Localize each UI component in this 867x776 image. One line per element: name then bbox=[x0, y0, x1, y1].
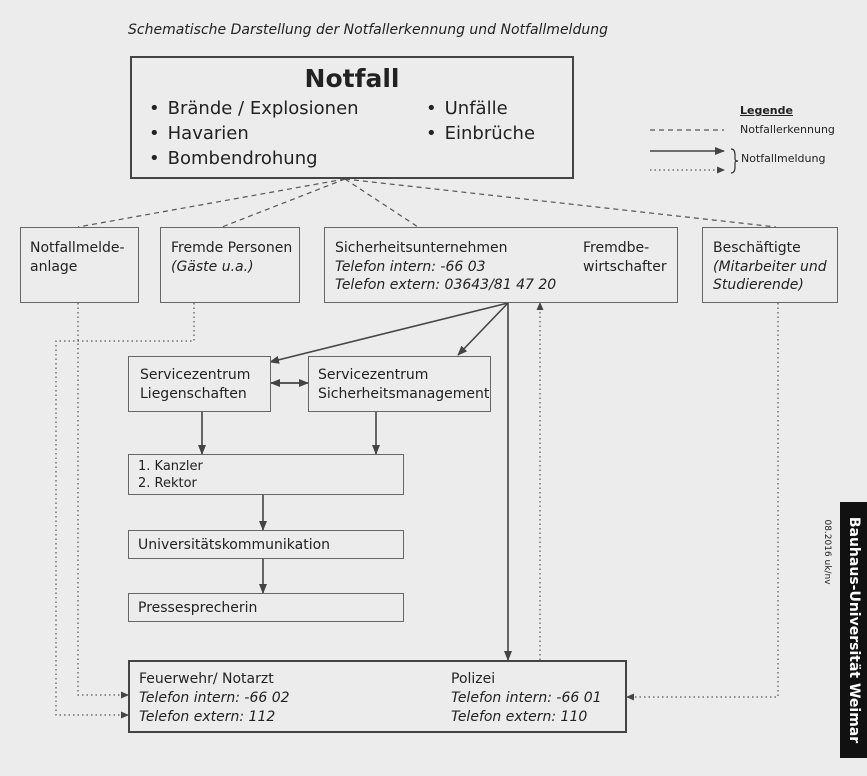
fremdbewirtschafter-label: wirtschafter bbox=[583, 259, 667, 275]
polizei-title: Polizei bbox=[451, 671, 496, 687]
fremdbewirtschafter-label: Fremdbe- bbox=[583, 240, 650, 256]
box-label: Pressesprecherin bbox=[138, 600, 258, 616]
box-pressesprecherin: Pressesprecherin bbox=[128, 593, 404, 622]
box-label: Servicezentrum bbox=[318, 367, 429, 383]
notfall-item: Unfälle bbox=[426, 98, 508, 119]
feuerwehr-title: Feuerwehr/ Notarzt bbox=[139, 671, 274, 687]
box-label: Liegenschaften bbox=[140, 386, 247, 402]
legend-meldung: Notfallmeldung bbox=[741, 152, 826, 165]
box-sublabel: (Mitarbeiter und bbox=[713, 259, 827, 275]
legend-title: Legende bbox=[740, 104, 793, 117]
feuerwehr-phone-extern: Telefon extern: 112 bbox=[139, 709, 276, 725]
notfall-item: Bombendrohung bbox=[149, 148, 318, 169]
box-label: Sicherheitsunternehmen bbox=[335, 240, 508, 256]
notfall-box: Notfall Brände / Explosionen Havarien Bo… bbox=[130, 56, 574, 179]
box-label: Fremde Personen bbox=[171, 240, 293, 256]
box-label: Beschäftigte bbox=[713, 240, 801, 256]
polizei-phone-extern: Telefon extern: 110 bbox=[451, 709, 588, 725]
box-label: Notfallmelde- bbox=[30, 240, 125, 256]
box-sublabel: Studierende) bbox=[713, 277, 804, 293]
box-sz-sicherheitsmanagement: Servicezentrum Sicherheitsmanagement bbox=[308, 356, 491, 412]
feuerwehr-phone-intern: Telefon intern: -66 02 bbox=[139, 690, 290, 706]
box-fremde-personen: Fremde Personen (Gäste u.a.) bbox=[160, 227, 300, 303]
notfall-title: Notfall bbox=[304, 64, 400, 93]
notfall-item: Brände / Explosionen bbox=[149, 98, 359, 119]
polizei-phone-intern: Telefon intern: -66 01 bbox=[451, 690, 602, 706]
university-brand-bar: Bauhaus-Universität Weimar bbox=[840, 502, 867, 758]
legend-erkennung: Notfallerkennung bbox=[740, 123, 835, 136]
box-notfallmeldeanlage: Notfallmelde- anlage bbox=[20, 227, 139, 303]
box-sublabel: (Gäste u.a.) bbox=[171, 259, 254, 275]
box-universitaetskommunikation: Universitätskommunikation bbox=[128, 530, 404, 559]
box-beschaeftigte: Beschäftigte (Mitarbeiter und Studierend… bbox=[702, 227, 838, 303]
notfall-item: Einbrüche bbox=[426, 123, 535, 144]
university-name: Bauhaus-Universität Weimar bbox=[845, 516, 862, 744]
brand-date: 08.2016 uk/nv bbox=[818, 512, 836, 592]
phone-extern: Telefon extern: 03643/81 47 20 bbox=[335, 277, 557, 293]
diagram-caption: Schematische Darstellung der Notfallerke… bbox=[128, 22, 608, 38]
box-sicherheitsunternehmen: Sicherheitsunternehmen Telefon intern: -… bbox=[324, 227, 678, 303]
box-label: 2. Rektor bbox=[138, 476, 197, 491]
box-label: anlage bbox=[30, 259, 78, 275]
box-label: Servicezentrum bbox=[140, 367, 251, 383]
brand-date-text: 08.2016 uk/nv bbox=[822, 519, 832, 585]
phone-intern: Telefon intern: -66 03 bbox=[335, 259, 486, 275]
box-kanzler-rektor: 1. Kanzler 2. Rektor bbox=[128, 454, 404, 495]
notfall-item: Havarien bbox=[149, 123, 249, 144]
box-sz-liegenschaften: Servicezentrum Liegenschaften bbox=[128, 356, 271, 412]
box-label: Universitätskommunikation bbox=[138, 537, 331, 553]
box-label: Sicherheitsmanagement bbox=[318, 386, 490, 402]
box-feuerwehr-polizei: Feuerwehr/ Notarzt Telefon intern: -66 0… bbox=[128, 660, 627, 733]
box-label: 1. Kanzler bbox=[138, 459, 203, 474]
